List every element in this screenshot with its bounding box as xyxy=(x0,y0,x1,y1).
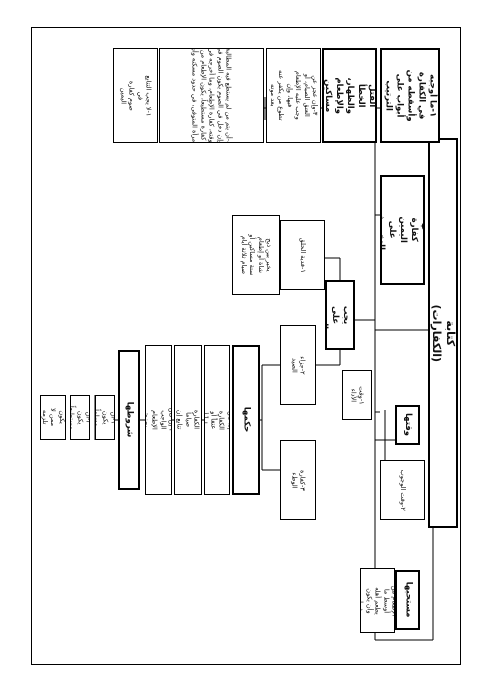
top-sub-box-2: ٤-أن يتم من لم يستطع فيه المطالبة، وإن د… xyxy=(159,48,264,143)
mid-sub-text-1: ٢-وقت الوجوب xyxy=(398,469,407,511)
left-sub-box-2: يخير بين ذبح شاة أو إطعام ستة مساكين أو … xyxy=(232,215,280,295)
top-main-box-1: ١-ما أوجبه في الكفارة وأسقطه من أبواب عل… xyxy=(380,48,440,143)
left-sub-text-4: ٣-كفارة الوطء xyxy=(290,469,307,491)
hukm-2-desc2: ٢-إن كانت الكفارة صياماً تتابع إن لم يست… xyxy=(175,410,201,430)
mustahabb-text: مستحبها xyxy=(403,582,414,618)
shurut-box: شروطها xyxy=(118,350,140,490)
top-main-text-2: ٢-ما أوجبه في كفارة القتل الخطأ والظهار،… xyxy=(322,77,377,114)
hukm-2-desc2-box: ٢-إن كانت الكفارة صياماً تتابع إن لم يست… xyxy=(174,345,202,495)
branch-left-text: ٣-ما يجب على التخيير xyxy=(325,301,355,329)
mustahabb-desc: هو التتابع في الصيام الإطعام من أوسط ما … xyxy=(360,585,395,616)
page-frame xyxy=(31,27,461,665)
shurut-text: شروطها xyxy=(124,402,135,438)
chart-title: كتابة (الكفارات) xyxy=(430,304,458,362)
top-main-text-1: ١-ما أوجبه في الكفارة وأسقطه من أبواب عل… xyxy=(383,69,438,122)
shurut-box-2: ٢-أن يكون مستطيعاً xyxy=(70,395,90,440)
top-sub-text-4: ١-لا يجب التتابع في صوم كفارة اليمين xyxy=(119,74,153,117)
top-sub-box-1: ٣-وإن عجز عن العتق الصيام، أو وجب عليه ا… xyxy=(266,48,321,143)
hukm-2-desc: ١-يجب إذا كان الكفارة عتقاً أو صياماً أو… xyxy=(204,409,230,431)
mustahabb-desc-box: هو التتابع في الصيام الإطعام من أوسط ما … xyxy=(360,568,395,633)
top-main-box-2: ٢-ما أوجبه في كفارة القتل الخطأ والظهار،… xyxy=(322,48,377,143)
branch-yamin-box: ٢-ما يجب في كفارة اليمين على التخيير ثم … xyxy=(380,175,425,285)
branch-yamin-text: ٢-ما يجب في كفارة اليمين على التخيير ثم … xyxy=(380,209,425,251)
top-sub-box-4: ١-لا يجب التتابع في صوم كفارة اليمين xyxy=(113,48,158,143)
mawqituha-box: وقتها xyxy=(395,405,420,445)
hukm-2-text: حكمها xyxy=(241,407,252,433)
mid-sub-box-3: ١-وقت الأداء xyxy=(342,370,372,420)
hukm-2-box: حكمها xyxy=(232,345,260,495)
mid-sub-text-3: ١-وقت الأداء xyxy=(349,385,366,405)
left-sub-text-1: ١-فدية الحلق xyxy=(298,237,307,273)
hukm-2-desc3: ٣-إن كان الواجب الإطعام يجزئ xyxy=(145,407,172,433)
left-sub-box-1: ١-فدية الحلق xyxy=(280,220,325,290)
shurut-text-4: ٤-ألا يكون ممن لا تلزمه كفارة xyxy=(40,408,66,427)
left-sub-box-3: ٢-جزاء الصيد xyxy=(280,325,316,405)
left-sub-text-2: يخير بين ذبح شاة أو إطعام ستة مساكين أو … xyxy=(239,234,273,276)
mid-sub-box-1: ٢-وقت الوجوب xyxy=(380,460,425,520)
top-sub-text-2: ٤-أن يتم من لم يستطع فيه المطالبة، وإن د… xyxy=(190,48,233,143)
hukm-2-desc-box: ١-يجب إذا كان الكفارة عتقاً أو صياماً أو… xyxy=(204,345,230,495)
left-sub-text-3: ٢-جزاء الصيد xyxy=(290,355,307,375)
shurut-text-2: ٢-أن يكون مستطيعاً xyxy=(70,405,90,430)
shurut-text-1: ١-أن يكون مسلماً xyxy=(95,408,115,427)
chart-title-box: كتابة (الكفارات) xyxy=(428,138,458,528)
mustahabb-box: مستحبها xyxy=(395,570,420,630)
top-sub-text-1: ٣-وإن عجز عن العتق الصيام، أو وجب عليه ا… xyxy=(268,70,319,121)
shurut-box-1: ١-أن يكون مسلماً xyxy=(95,395,115,440)
branch-left-box: ٣-ما يجب على التخيير xyxy=(325,280,355,350)
shurut-box-4: ٤-ألا يكون ممن لا تلزمه كفارة xyxy=(40,395,66,440)
mawqituha-text: وقتها xyxy=(403,413,414,437)
left-sub-box-4: ٣-كفارة الوطء xyxy=(280,440,316,520)
hukm-2-desc3-box: ٣-إن كان الواجب الإطعام يجزئ xyxy=(145,345,172,495)
